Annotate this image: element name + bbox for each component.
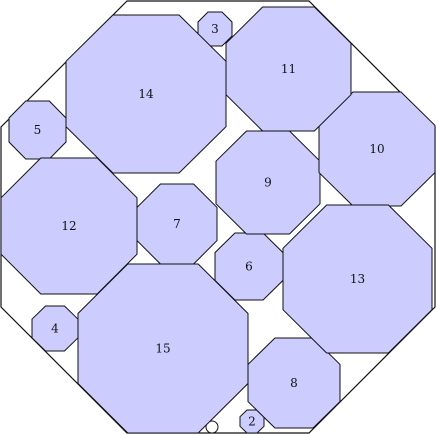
octagon-4-shape — [31, 305, 79, 352]
octagon-6-shape — [214, 232, 284, 301]
octagon-11-label: 11 — [281, 62, 296, 76]
octagon-14-label: 14 — [138, 87, 154, 101]
octagon-15-label: 15 — [155, 342, 170, 356]
octagon-3-label: 3 — [211, 22, 219, 36]
octagon-12: 12 — [0, 157, 138, 295]
octagon-11: 11 — [225, 6, 352, 132]
octagon-9: 9 — [215, 130, 321, 235]
octagon-7-label: 7 — [173, 217, 181, 231]
octagon-3-shape — [197, 11, 233, 47]
octagon-5-label: 5 — [34, 123, 42, 137]
octagon-14-shape — [65, 14, 227, 174]
octagon-4: 4 — [31, 305, 79, 352]
octagon-5: 5 — [8, 100, 67, 160]
octagon-4-label: 4 — [51, 322, 59, 336]
octagon-15: 15 — [77, 263, 249, 434]
tiny-circle — [205, 420, 219, 434]
octagon-13: 13 — [282, 204, 433, 354]
octagon-8-label: 8 — [290, 376, 298, 390]
octagon-13-shape — [282, 204, 433, 354]
octagon-10: 10 — [318, 91, 436, 207]
octagon-cells: 2 3 4 5 6 7 8 9 10 11 12 13 14 15 — [0, 6, 436, 434]
octagon-9-label: 9 — [264, 176, 272, 190]
octagon-9-shape — [215, 130, 321, 235]
octagon-15-shape — [77, 263, 249, 434]
octagon-7: 7 — [136, 183, 218, 265]
octagon-10-label: 10 — [369, 142, 384, 156]
octagon-2-label: 2 — [248, 415, 256, 429]
octagon-10-shape — [318, 91, 436, 207]
octagon-11-shape — [225, 6, 352, 132]
octagon-12-label: 12 — [61, 219, 76, 233]
octagon-6: 6 — [214, 232, 284, 301]
octagon-13-label: 13 — [350, 272, 365, 286]
octagon-3: 3 — [197, 11, 233, 47]
octagon-14: 14 — [65, 14, 227, 174]
octagon-6-label: 6 — [245, 260, 253, 274]
